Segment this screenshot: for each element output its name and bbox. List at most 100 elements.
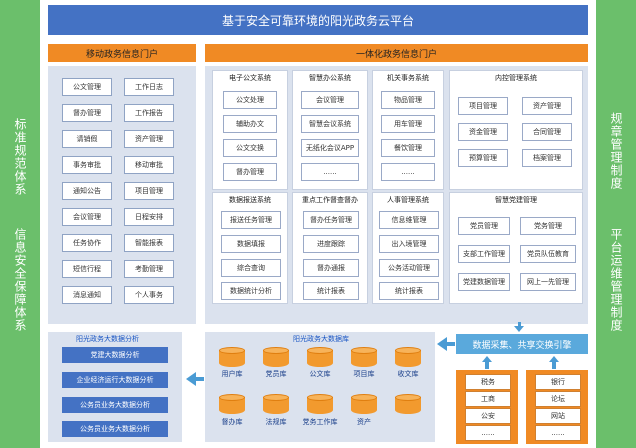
- left-sidebar: 标准规范体系 信息安全保障体系: [0, 0, 40, 448]
- key-work-item[interactable]: 督办任务管理: [303, 211, 359, 229]
- integrated-portal-title: 一体化政务信息门户: [205, 44, 588, 62]
- doc-system-title: 电子公文系统: [229, 74, 271, 82]
- key-work-item[interactable]: 督办通报: [303, 259, 359, 277]
- office-item[interactable]: 智慧会议系统: [301, 115, 359, 133]
- arrow-shaft: [445, 342, 455, 346]
- source-item: 公安: [465, 408, 511, 424]
- doc-item[interactable]: 公文处理: [223, 91, 277, 109]
- page-title: 基于安全可靠环境的阳光政务云平台: [48, 5, 588, 35]
- up-arrow-icon: [482, 356, 492, 362]
- db-label: 收文库: [397, 370, 419, 378]
- database-icon: [307, 347, 333, 369]
- doc-item[interactable]: 辅助办文: [223, 115, 277, 133]
- regulations-label: 规章管理制度: [609, 112, 623, 190]
- database-icon: [351, 394, 377, 416]
- mobile-portal-item[interactable]: 任务协作: [62, 234, 112, 252]
- arrow-shaft: [518, 322, 521, 327]
- exchange-engine: 数据采集、共享交换引擎: [456, 334, 588, 354]
- office-item[interactable]: ......: [301, 163, 359, 181]
- doc-system: 电子公文系统 公文处理 辅助办文 公文交换 督办管理: [212, 70, 288, 190]
- party-item[interactable]: 党务管理: [520, 217, 576, 235]
- office-system: 智慧办公系统 会议管理 智慧会议系统 无纸化会议APP ......: [292, 70, 368, 190]
- up-arrow-icon: [549, 356, 559, 362]
- analysis-item[interactable]: 企业经济运行大数据分析: [62, 372, 168, 388]
- party-item[interactable]: 网上一先管理: [520, 273, 576, 291]
- party-item[interactable]: 党员管理: [458, 217, 510, 235]
- analysis-title: 阳光政务大数据分析: [76, 335, 139, 343]
- key-work-item[interactable]: 统计报表: [303, 282, 359, 300]
- mobile-portal-item[interactable]: 移动审批: [124, 156, 174, 174]
- down-arrow-icon: [514, 326, 524, 332]
- control-item[interactable]: 档案管理: [522, 149, 572, 167]
- hr-item[interactable]: 出入境管理: [379, 235, 439, 253]
- db-label: 法规库: [265, 418, 287, 426]
- party-system-title: 智慧党建管理: [495, 196, 537, 204]
- internal-system-title: 机关事务系统: [387, 74, 429, 82]
- mobile-portal-item[interactable]: 消息通知: [62, 286, 112, 304]
- analysis-item[interactable]: 公务员业务大数据分析: [62, 421, 168, 437]
- source-item: 税务: [465, 374, 511, 390]
- db-label: 用户库: [221, 370, 243, 378]
- party-item[interactable]: 党建数据管理: [458, 273, 510, 291]
- report-item[interactable]: 综合查询: [221, 259, 281, 277]
- key-work-item[interactable]: 进度跟踪: [303, 235, 359, 253]
- doc-item[interactable]: 督办管理: [223, 163, 277, 181]
- hr-item[interactable]: 公务活动管理: [379, 259, 439, 277]
- source-item: 工商: [465, 391, 511, 407]
- report-item[interactable]: 数据填报: [221, 235, 281, 253]
- internal-item[interactable]: 用车管理: [381, 115, 435, 133]
- ops-label: 平台运维管理制度: [609, 228, 623, 332]
- mobile-portal-item[interactable]: 事务审批: [62, 156, 112, 174]
- analysis-item[interactable]: 公务员业务大数据分析: [62, 397, 168, 413]
- control-item[interactable]: 预算管理: [458, 149, 508, 167]
- internal-item[interactable]: ......: [381, 163, 435, 181]
- source-group-right: 银行 论坛 网站 ......: [526, 370, 588, 444]
- mobile-portal-item[interactable]: 智能报表: [124, 234, 174, 252]
- hr-item[interactable]: 统计报表: [379, 282, 439, 300]
- internal-item[interactable]: 餐饮管理: [381, 139, 435, 157]
- database-icon: [263, 394, 289, 416]
- control-item[interactable]: 合同管理: [522, 123, 572, 141]
- mobile-portal-item[interactable]: 请销假: [62, 130, 112, 148]
- db-label: 公文库: [309, 370, 331, 378]
- party-item[interactable]: 党员队伍教育: [520, 245, 576, 263]
- source-item: 银行: [535, 374, 581, 390]
- mobile-portal-item[interactable]: 会议管理: [62, 208, 112, 226]
- mobile-portal-item[interactable]: 资产管理: [124, 130, 174, 148]
- mobile-portal-item[interactable]: 短信行程: [62, 260, 112, 278]
- security-label: 信息安全保障体系: [13, 228, 27, 332]
- report-system-title: 数据报送系统: [229, 196, 271, 204]
- database-title: 阳光政务大数据库: [293, 335, 349, 343]
- mobile-portal-item[interactable]: 工作报告: [124, 104, 174, 122]
- mobile-portal-item[interactable]: 通知公告: [62, 182, 112, 200]
- mobile-portal-item[interactable]: 工作日志: [124, 78, 174, 96]
- source-item: 论坛: [535, 391, 581, 407]
- internal-item[interactable]: 物品管理: [381, 91, 435, 109]
- control-item[interactable]: 项目管理: [458, 97, 508, 115]
- control-item[interactable]: 资产管理: [522, 97, 572, 115]
- db-label: 项目库: [353, 370, 375, 378]
- mobile-portal-item[interactable]: 公文管理: [62, 78, 112, 96]
- mobile-portal-item[interactable]: 日程安排: [124, 208, 174, 226]
- source-item: ......: [535, 425, 581, 441]
- arrow-shaft: [194, 377, 204, 381]
- mobile-portal-item[interactable]: 个人事务: [124, 286, 174, 304]
- mobile-portal-item[interactable]: 项目管理: [124, 182, 174, 200]
- control-item[interactable]: 资金管理: [458, 123, 508, 141]
- office-item[interactable]: 会议管理: [301, 91, 359, 109]
- office-item[interactable]: 无纸化会议APP: [301, 139, 359, 157]
- report-item[interactable]: 报送任务管理: [221, 211, 281, 229]
- control-system: 内控管理系统 项目管理 资产管理 资金管理 合同管理 预算管理 档案管理: [449, 70, 583, 190]
- doc-item[interactable]: 公文交换: [223, 139, 277, 157]
- analysis-item[interactable]: 党建大数据分析: [62, 347, 168, 363]
- database-icon: [307, 394, 333, 416]
- mobile-portal-item[interactable]: 考勤管理: [124, 260, 174, 278]
- mobile-portal-item[interactable]: 督办管理: [62, 104, 112, 122]
- party-item[interactable]: 支部工作管理: [458, 245, 510, 263]
- source-item: 网站: [535, 408, 581, 424]
- arrow-shaft: [485, 361, 489, 369]
- hr-system: 人事管理系统 信息维管理 出入境管理 公务活动管理 统计报表: [372, 192, 444, 304]
- hr-item[interactable]: 信息维管理: [379, 211, 439, 229]
- mobile-portal-title: 移动政务信息门户: [48, 44, 196, 62]
- report-item[interactable]: 数据统计分析: [221, 282, 281, 300]
